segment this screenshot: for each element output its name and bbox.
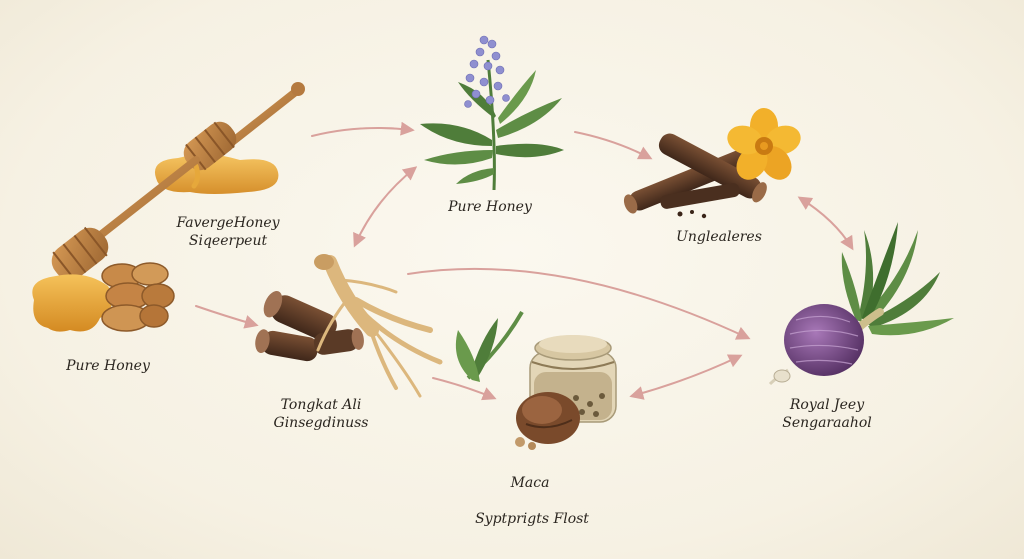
purple-root-icon <box>768 222 954 386</box>
arrow-dipper-to-herb <box>311 121 415 137</box>
arrow-jar-root-double <box>629 354 743 400</box>
label-royal-jeey: Royal Jeey Sengaraahol <box>762 396 892 432</box>
connector-arrows <box>195 121 854 401</box>
label-line: Maca <box>510 475 550 491</box>
honey-brittle-icon <box>32 156 200 332</box>
label-pure-honey-top: Pure Honey <box>428 198 552 216</box>
footer-text: Syptprigts Flost <box>475 511 589 527</box>
arrow-herb-ginseng-double <box>353 166 418 248</box>
maca-jar-icon <box>455 310 617 450</box>
label-line: Royal Jeey <box>789 397 865 413</box>
bark-and-flower-icon <box>623 108 801 219</box>
label-line: Pure Honey <box>66 358 150 374</box>
arrow-herb-to-bark <box>574 131 653 160</box>
label-line: Siqeerpeut <box>188 233 268 249</box>
label-line: Pure Honey <box>448 199 532 215</box>
label-line: Ginsegdinuss <box>273 415 369 431</box>
arrow-honey-to-ginseng <box>195 305 259 329</box>
footer-caption: Syptprigts Flost <box>442 510 622 528</box>
arrow-flower-root-double <box>797 196 854 251</box>
arrow-ginseng-to-purple-root <box>407 267 751 340</box>
label-unglealeres: Unglealeres <box>654 228 784 246</box>
lavender-herb-icon <box>420 35 564 191</box>
label-maca: Maca <box>490 474 570 492</box>
label-line: Unglealeres <box>676 229 762 245</box>
tongkat-ginseng-icon <box>255 254 443 398</box>
label-line: Tongkat Ali <box>280 397 362 413</box>
label-honey-dipper: FavergeHoney Siqeerpeut <box>158 214 298 250</box>
label-pure-honey-left: Pure Honey <box>48 357 168 375</box>
label-tongkat-ali: Tongkat Ali Ginsegdinuss <box>246 396 396 432</box>
label-line: Sengaraahol <box>782 415 872 431</box>
arrow-ginseng-to-jar <box>432 377 497 401</box>
label-line: FavergeHoney <box>176 215 280 231</box>
